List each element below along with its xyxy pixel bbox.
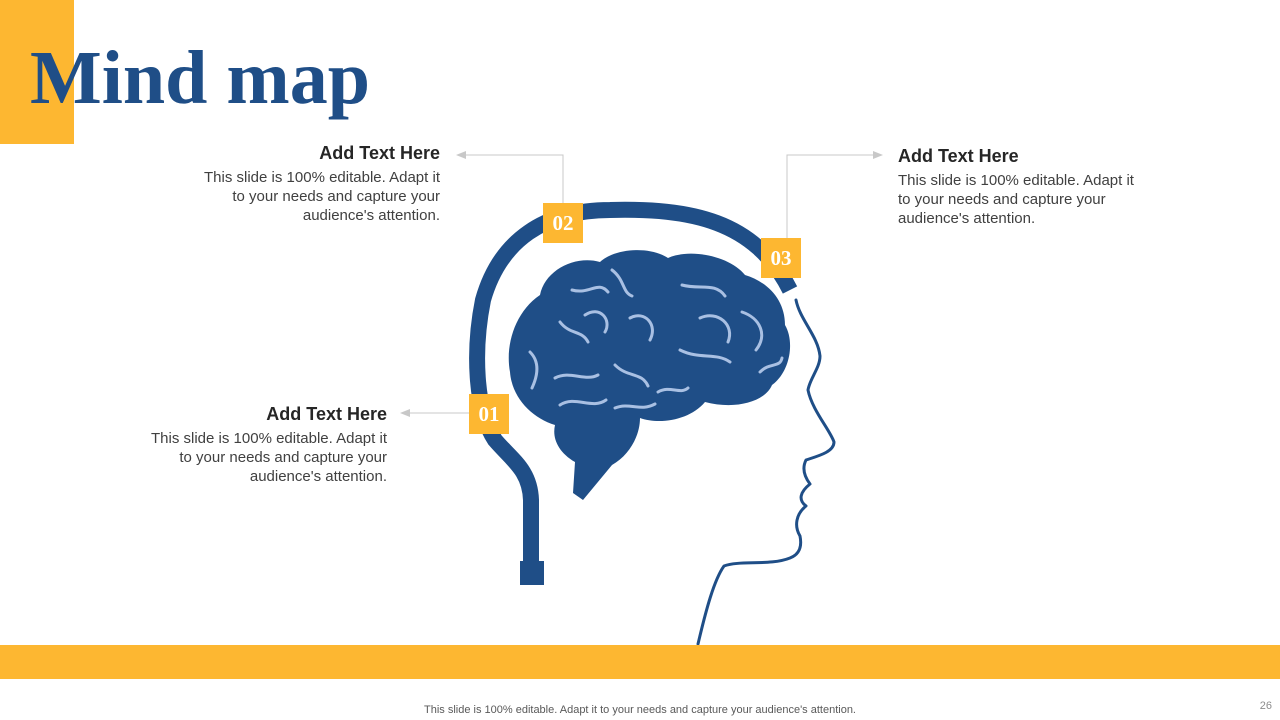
text-block-03-body: This slide is 100% editable. Adapt it to… (898, 172, 1134, 227)
text-block-02: Add Text Here This slide is 100% editabl… (195, 142, 440, 225)
head-outline (696, 298, 836, 646)
text-block-01-body: This slide is 100% editable. Adapt it to… (151, 430, 387, 485)
page-number: 26 (1259, 700, 1272, 712)
arrowhead-02 (456, 151, 466, 159)
marker-03: 03 (761, 238, 801, 278)
head-arc-base (520, 561, 544, 585)
text-block-01-heading: Add Text Here (266, 404, 387, 424)
marker-01: 01 (469, 394, 509, 434)
arrowhead-03 (873, 151, 883, 159)
connector-02 (462, 154, 564, 203)
arrowhead-01 (400, 409, 410, 417)
footer-band (0, 645, 1280, 679)
title-accent-block (0, 0, 74, 144)
text-block-01: Add Text Here This slide is 100% editabl… (142, 403, 387, 486)
text-block-02-body: This slide is 100% editable. Adapt it to… (204, 169, 440, 224)
connector-lines (400, 151, 883, 417)
slide-title: Mind map (30, 36, 370, 120)
text-block-03: Add Text Here This slide is 100% editabl… (898, 145, 1143, 228)
brain-icon (508, 250, 791, 500)
head-arc (469, 201, 798, 562)
text-block-02-heading: Add Text Here (319, 143, 440, 163)
brain-shape (508, 250, 791, 500)
text-block-03-heading: Add Text Here (898, 146, 1019, 166)
connector-03 (786, 154, 877, 240)
marker-02: 02 (543, 203, 583, 243)
brain-folds (528, 268, 784, 410)
footer-note: This slide is 100% editable. Adapt it to… (424, 704, 856, 716)
